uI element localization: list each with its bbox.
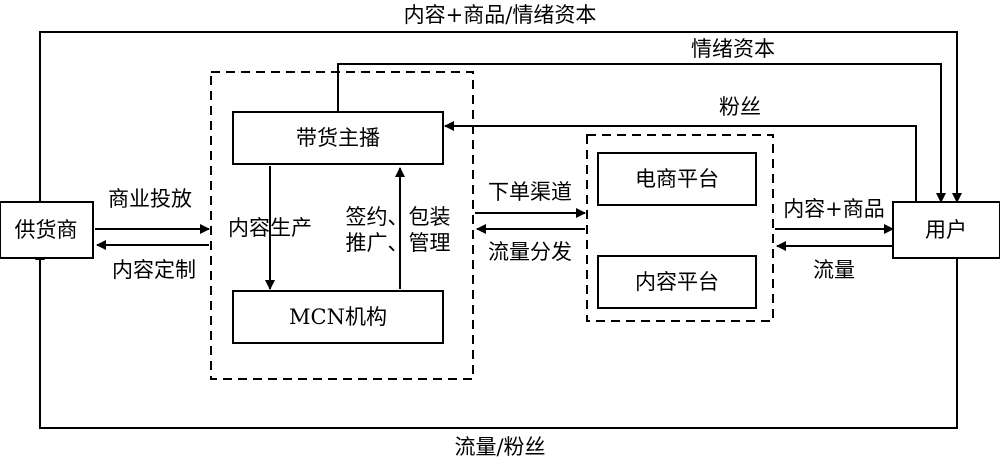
content-goods-emotion-arrow xyxy=(39,31,962,203)
ecommerce-platform-label: 电商平台 xyxy=(635,167,719,191)
commercial-placement-label: 商业投放 xyxy=(108,187,192,211)
order-channel-label: 下单渠道 xyxy=(488,180,572,204)
traffic-label: 流量 xyxy=(813,258,855,282)
fans-arrow xyxy=(444,121,917,202)
content-platform-label: 内容平台 xyxy=(635,270,719,294)
anchor-node xyxy=(232,111,444,165)
bottom-flow-label: 流量/粉丝 xyxy=(454,435,545,459)
emotional-capital-label: 情绪资本 xyxy=(691,37,775,61)
supplier-label: 供货商 xyxy=(15,218,78,242)
promote-manage-label: 推广、管理 xyxy=(346,231,451,255)
emotional-capital-arrow xyxy=(337,63,946,203)
mcn-label: MCN机构 xyxy=(289,305,387,329)
user-label: 用户 xyxy=(925,218,967,242)
fans-label: 粉丝 xyxy=(719,95,761,119)
ecommerce-platform-node xyxy=(597,152,757,206)
sign-package-label: 签约、包装 xyxy=(346,205,451,229)
supplier-node xyxy=(0,201,94,259)
content-goods-label: 内容+商品 xyxy=(783,197,885,221)
anchor-label: 带货主播 xyxy=(296,126,380,150)
top-flow-label: 内容+商品/情绪资本 xyxy=(404,3,597,27)
traffic-distribution-label: 流量分发 xyxy=(488,240,572,264)
traffic-fans-arrow xyxy=(35,250,958,429)
platform-group xyxy=(586,134,774,322)
content-platform-node xyxy=(597,255,757,309)
user-node xyxy=(892,201,1000,259)
content-production-label: 内容生产 xyxy=(228,216,312,240)
mcn-node xyxy=(232,290,444,344)
content-customization-label: 内容定制 xyxy=(112,258,196,282)
